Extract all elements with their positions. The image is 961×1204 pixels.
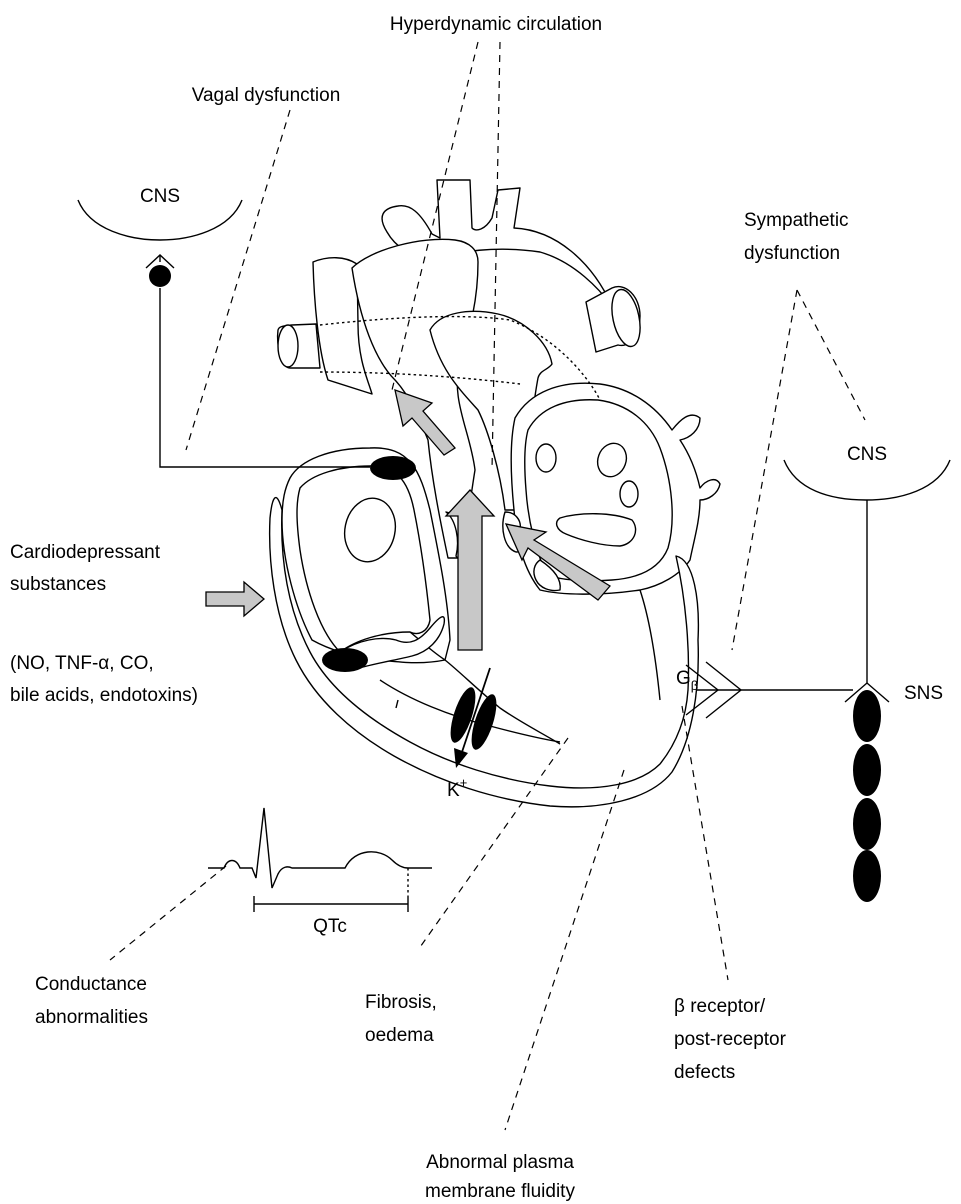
label-sympathetic-2: dysfunction: [744, 243, 840, 264]
label-beta-2: post-receptor: [674, 1029, 787, 1050]
label-cns-right: CNS: [847, 444, 887, 465]
ecg-waveform: [208, 808, 432, 888]
label-cardio-4: bile acids, endotoxins): [10, 685, 198, 706]
label-cardio-3: (NO, TNF-α, CO,: [10, 653, 154, 674]
label-qtc: QTc: [313, 916, 347, 937]
leader-sympathetic-2: [797, 290, 865, 420]
label-sympathetic-1: Sympathetic: [744, 210, 849, 231]
label-membrane-1: Abnormal plasma: [426, 1152, 574, 1173]
cns-arc-right: [784, 460, 950, 500]
leader-lines: [110, 42, 865, 1130]
label-beta-3: defects: [674, 1062, 735, 1083]
cardiodepressant-input-arrow: [206, 582, 264, 616]
label-fibrosis-1: Fibrosis,: [365, 992, 437, 1013]
leader-vagal: [186, 110, 290, 450]
ecg-trace-icon: [208, 808, 432, 912]
neuron-body: [149, 265, 171, 287]
label-hyperdynamic: Hyperdynamic circulation: [390, 14, 602, 35]
central-flow-arrow: [446, 490, 494, 650]
label-cardio-2: substances: [10, 574, 106, 595]
label-cns-left: CNS: [140, 186, 180, 207]
leader-membrane: [505, 770, 624, 1130]
label-conductance-2: abnormalities: [35, 1007, 148, 1028]
label-sns: SNS: [904, 683, 943, 704]
label-membrane-2: membrane fluidity: [425, 1181, 575, 1202]
label-conductance-1: Conductance: [35, 974, 147, 995]
vagal-receptor: [370, 456, 416, 480]
label-cardio-1: Cardiodepressant: [10, 542, 161, 563]
vessel-opening: [278, 325, 298, 367]
leader-sympathetic-1: [732, 290, 797, 650]
ion-channel-icon: [445, 668, 501, 768]
leader-beta-receptor: [682, 706, 728, 980]
sympathetic-pathway: [686, 460, 950, 902]
vagal-receptor-lower: [322, 648, 368, 672]
label-vagal: Vagal dysfunction: [192, 85, 341, 106]
leader-conductance: [110, 866, 226, 960]
label-beta-1: β receptor/: [674, 996, 766, 1017]
label-fibrosis-2: oedema: [365, 1025, 434, 1046]
